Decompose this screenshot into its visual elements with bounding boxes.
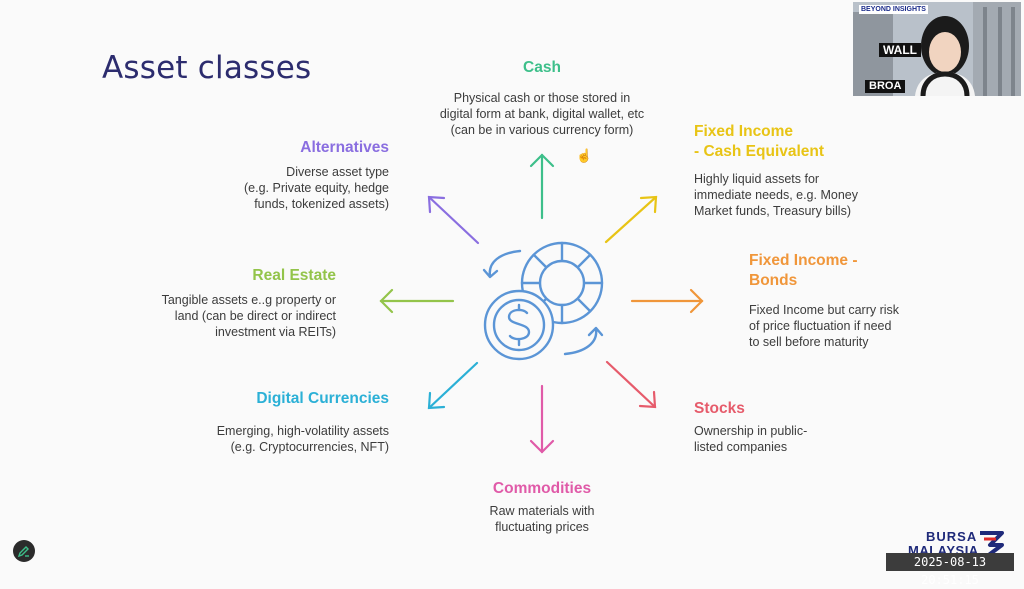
desc-bonds: Fixed Income but carry risk of price flu… — [749, 303, 900, 349]
logo-line1: BURSA — [926, 529, 978, 544]
arrow-stocks — [605, 360, 657, 409]
pencil-icon — [17, 546, 29, 558]
asset-diagram — [379, 153, 704, 454]
arrow-fixed-cash — [604, 195, 658, 244]
presenter-webcam: BEYOND INSIGHTS WALL BROA — [853, 2, 1021, 96]
desc-cash: Physical cash or those stored in digital… — [439, 91, 645, 137]
arrow-bonds — [630, 288, 704, 314]
desc-digital: Emerging, high-volatility assets (e.g. C… — [216, 424, 389, 454]
webcam-sign-bottom: BROA — [865, 80, 906, 93]
logo-mark-icon — [980, 531, 1004, 559]
recording-timestamp: 2025-08-13 20:51:15 — [886, 553, 1014, 587]
arrow-commodities — [529, 384, 555, 454]
desc-alternatives: Diverse asset type (e.g. Private equity,… — [244, 165, 389, 211]
desc-commodities: Raw materials with fluctuating prices — [489, 504, 595, 534]
heading-alternatives: Alternatives — [300, 139, 389, 156]
slide-title: Asset classes — [102, 50, 312, 86]
desc-stocks: Ownership in public- listed companies — [694, 424, 808, 454]
desc-real-estate: Tangible assets e..g property or land (c… — [161, 293, 336, 339]
heading-cash: Cash — [523, 59, 561, 76]
desc-fixed-cash: Highly liquid assets for immediate needs… — [694, 172, 858, 218]
heading-real-estate: Real Estate — [252, 267, 336, 284]
heading-commodities: Commodities — [492, 480, 592, 497]
webcam-sign-top: WALL — [879, 43, 921, 57]
hand-cursor-icon: ☝ — [576, 148, 593, 163]
heading-digital: Digital Currencies — [256, 390, 389, 407]
arrow-cash — [529, 153, 555, 220]
arrow-real-estate — [379, 288, 455, 314]
presentation-slide: Asset classes — [13, 2, 1021, 587]
arrow-alternatives — [427, 195, 480, 245]
heading-stocks: Stocks — [694, 400, 745, 417]
annotate-button[interactable] — [13, 540, 35, 562]
heading-bonds: Fixed Income - Bonds — [749, 252, 858, 289]
heading-fixed-cash: Fixed Income - Cash Equivalent — [694, 123, 825, 160]
center-exchange-icon — [482, 241, 604, 361]
arrow-digital — [427, 361, 479, 410]
webcam-brand-label: BEYOND INSIGHTS — [859, 5, 928, 14]
